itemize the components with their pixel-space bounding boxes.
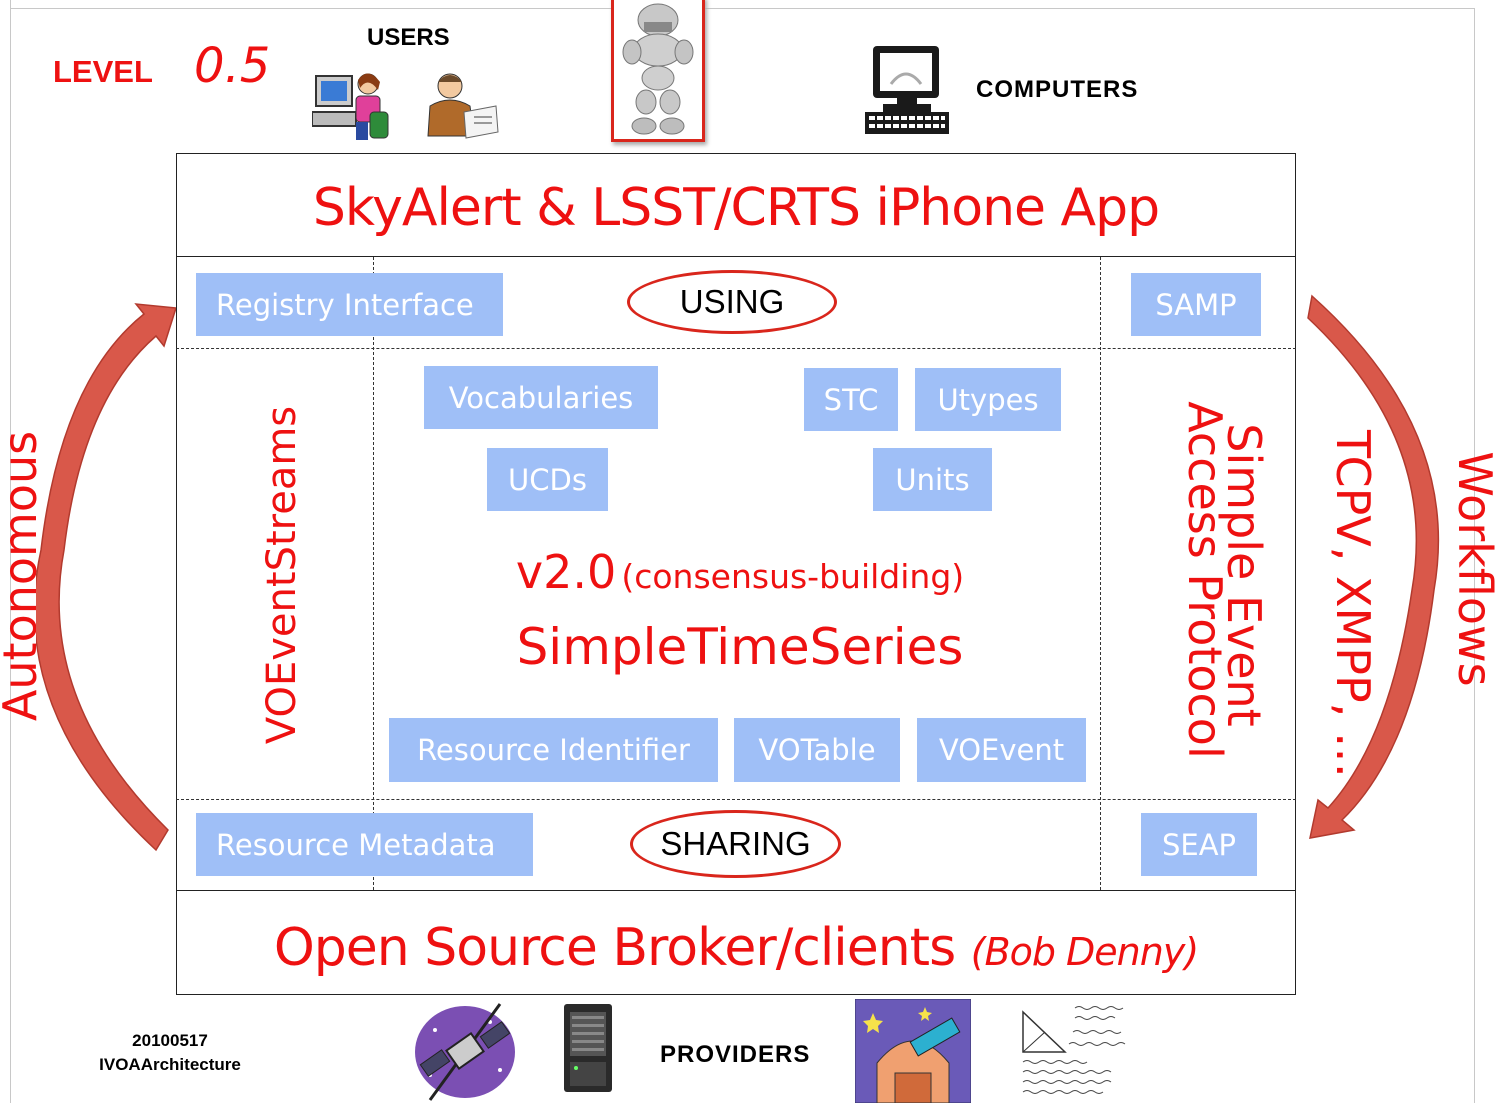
bottom-title: Open Source Broker/clients (Bob Denny) [176, 918, 1296, 978]
voeventstreams-label: VOEventStreams [259, 405, 305, 745]
stc-box: STC [804, 368, 898, 431]
top-divider [176, 256, 1296, 257]
robot-icon [622, 3, 694, 135]
frame-right-line [1474, 8, 1475, 1103]
simple-time-series: SimpleTimeSeries [516, 618, 964, 676]
footer-name: IVOAArchitecture [99, 1055, 241, 1074]
using-ellipse: USING [627, 270, 837, 334]
using-dashed-line [176, 348, 1296, 349]
version-number: v2.0 [515, 545, 617, 599]
server-icon [564, 1004, 612, 1092]
footer-date: 20100517 [132, 1031, 208, 1050]
bottom-title-credit: (Bob Denny) [970, 930, 1199, 974]
bottom-divider [176, 890, 1296, 891]
registry-interface-box: Registry Interface [196, 273, 503, 336]
user-writing-icon [427, 73, 499, 139]
units-box: Units [873, 448, 992, 511]
right-dashed-column [1100, 257, 1101, 890]
users-label: USERS [367, 24, 450, 51]
consensus-text: (consensus-building) [621, 557, 965, 596]
frame-left-line [10, 0, 11, 1103]
left-curved-arrow [36, 303, 176, 852]
sharing-ellipse: SHARING [630, 810, 841, 878]
architecture-box [176, 153, 1296, 995]
top-title: SkyAlert & LSST/CRTS iPhone App [312, 178, 1160, 238]
sharing-dashed-line [176, 799, 1296, 800]
left-dashed-column [373, 257, 374, 890]
seap-box: SEAP [1141, 813, 1257, 876]
frame-top-line [10, 8, 1474, 9]
bottom-title-main: Open Source Broker/clients [273, 918, 971, 978]
computer-icon [865, 46, 949, 134]
right-curved-arrow [1307, 294, 1440, 839]
observatory-icon [855, 999, 971, 1103]
version-line: v2.0 (consensus-building) [380, 545, 1100, 599]
workflows-label: Workflows [1448, 451, 1501, 687]
satellite-icon [415, 1003, 515, 1101]
votable-box: VOTable [734, 718, 900, 782]
simple-event-label: Simple Event [1217, 423, 1271, 727]
user-at-computer-icon [312, 73, 389, 140]
math-formulas-icon [1015, 1002, 1159, 1102]
computers-label: COMPUTERS [976, 76, 1139, 103]
ucds-box: UCDs [487, 448, 608, 511]
level-value: 0.5 [194, 38, 271, 94]
resource-metadata-box: Resource Metadata [196, 813, 533, 876]
voevent-box: VOEvent [917, 718, 1086, 782]
vocabularies-box: Vocabularies [424, 366, 658, 429]
resource-identifier-box: Resource Identifier [389, 718, 718, 782]
samp-box: SAMP [1131, 273, 1261, 336]
providers-label: PROVIDERS [660, 1041, 811, 1068]
level-label: LEVEL [53, 54, 153, 89]
utypes-box: Utypes [915, 368, 1061, 431]
